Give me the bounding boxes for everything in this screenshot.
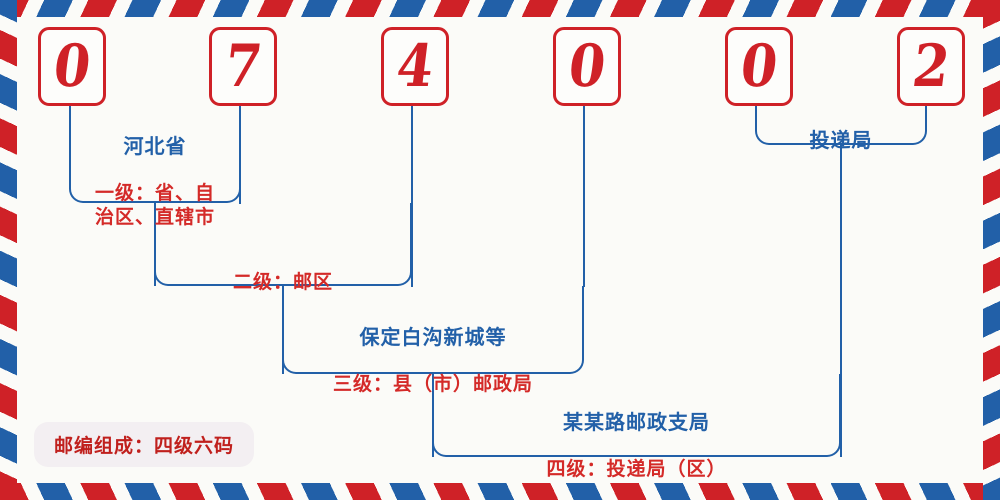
label-delivery-office: 投递局 bbox=[755, 108, 927, 175]
postal-digit-6: 2 bbox=[908, 31, 954, 101]
drop-delivery-office bbox=[840, 145, 842, 457]
postal-digit-cell-6[interactable]: 2 bbox=[897, 27, 965, 106]
bracket-delivery-office bbox=[755, 100, 927, 145]
bracket-level-2 bbox=[154, 203, 412, 286]
postal-digit-3: 4 bbox=[392, 31, 438, 101]
airmail-border-left bbox=[0, 0, 17, 500]
stem-level-3-right bbox=[583, 106, 585, 287]
postal-digit-2: 7 bbox=[220, 31, 266, 101]
label-level-2-tier: 二级：邮区 bbox=[232, 271, 333, 294]
label-level-4-tier: 四级：投递局（区） bbox=[546, 457, 727, 480]
postal-digit-cell-1[interactable]: 0 bbox=[38, 27, 106, 106]
postal-digit-cell-4[interactable]: 0 bbox=[553, 27, 621, 106]
bracket-level-3 bbox=[282, 286, 584, 374]
bracket-level-4 bbox=[432, 374, 841, 457]
airmail-border-top bbox=[0, 0, 1000, 17]
bracket-level-1 bbox=[69, 100, 241, 203]
postal-digit-5: 0 bbox=[736, 31, 782, 101]
label-level-1-name: 河北省 bbox=[123, 134, 187, 159]
envelope-paper bbox=[17, 17, 983, 483]
postal-digit-1: 0 bbox=[49, 31, 95, 101]
stem-level-3-mid bbox=[411, 106, 413, 287]
label-level-4: 某某路邮政支局 四级：投递局（区） bbox=[432, 390, 841, 500]
label-level-1-tier: 一级：省、自 治区、直辖市 bbox=[94, 181, 215, 228]
label-level-3-name: 保定白沟新城等 bbox=[359, 325, 507, 350]
postal-digit-cell-5[interactable]: 0 bbox=[725, 27, 793, 106]
airmail-border-bottom bbox=[0, 483, 1000, 500]
label-level-4-name: 某某路邮政支局 bbox=[563, 410, 710, 435]
label-delivery-office-name: 投递局 bbox=[809, 128, 873, 153]
airmail-border-right bbox=[983, 0, 1000, 500]
label-level-3-tier: 三级：县（市）邮政局 bbox=[332, 372, 533, 395]
postal-digit-cell-2[interactable]: 7 bbox=[209, 27, 277, 106]
postal-digit-cell-3[interactable]: 4 bbox=[381, 27, 449, 106]
label-level-3: 保定白沟新城等 三级：县（市）邮政局 bbox=[282, 305, 584, 416]
postal-digit-4: 0 bbox=[564, 31, 610, 101]
label-level-2: 二级：邮区 bbox=[154, 250, 412, 315]
label-level-1: 河北省 一级：省、自 治区、直辖市 bbox=[69, 114, 241, 250]
postal-composition-note: 邮编组成：四级六码 bbox=[34, 422, 255, 467]
